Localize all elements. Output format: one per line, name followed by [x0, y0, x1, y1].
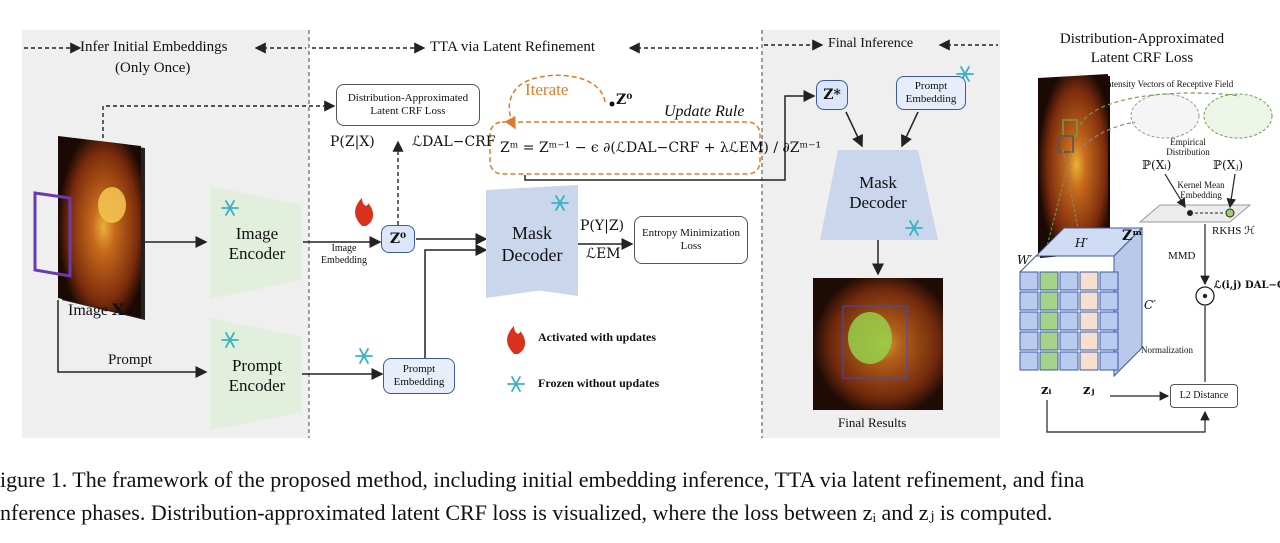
- l2-distance-box: L2 Distance: [1170, 384, 1238, 408]
- p-xj-label: ℙ(Xⱼ): [1213, 158, 1244, 172]
- z-star-node: Z*: [816, 80, 848, 110]
- image-label: Image X: [68, 300, 125, 319]
- update-formula: Zᵐ = Zᵐ⁻¹ − ϵ ∂(ℒDAL−CRF + λℒEM) / ∂Zᵐ⁻¹: [500, 140, 822, 156]
- mmd-label: MMD: [1168, 250, 1196, 262]
- l-dal-crf-label: ℒDAL−CRF: [412, 134, 496, 150]
- final-mask-decoder: Mask Decoder: [849, 172, 907, 212]
- prompt-encoder: Prompt Encoder: [228, 355, 286, 395]
- dal-crf-loss-box: Distribution-Approximated Latent CRF Los…: [336, 84, 480, 126]
- zi-label: zᵢ: [1041, 383, 1052, 398]
- z0-node: Z⁰: [381, 225, 415, 253]
- final-prompt-embedding-box: Prompt Embedding: [896, 76, 966, 110]
- empirical-distribution-label: Empirical Distribution: [1166, 137, 1210, 157]
- h-prime-label: H′: [1075, 236, 1089, 250]
- l-em-label: ℒEM: [586, 246, 621, 262]
- c-prime-label: C′: [1144, 298, 1156, 312]
- prompt-embedding-box: Prompt Embedding: [383, 358, 455, 394]
- right-panel-graphics: [1038, 74, 1273, 433]
- legend-frozen: Frozen without updates: [538, 376, 660, 390]
- figure-caption-line2: nference phases. Distribution-approximat…: [0, 500, 1053, 525]
- right-panel-title: Distribution-Approximated Latent CRF Los…: [1042, 30, 1242, 68]
- phase-infer-label: Infer Initial Embeddings: [80, 39, 228, 55]
- right-panel-title-line1: Distribution-Approximated: [1059, 31, 1225, 47]
- p-xi-label: ℙ(Xᵢ): [1142, 158, 1172, 172]
- mask-decoder: Mask Decoder: [501, 223, 563, 265]
- intensity-vectors-label: Intensity Vectors of Receptive Field: [1104, 79, 1234, 89]
- image-encoder: Image Encoder: [228, 223, 286, 263]
- image-embedding-label: Image Embedding: [320, 243, 368, 266]
- loss-ij-label: ℒ(i,j) DAL−CRF: [1214, 280, 1280, 291]
- kernel-mean-embedding-label: Kernel Mean Embedding: [1177, 180, 1225, 200]
- phase-final-label: Final Inference: [828, 36, 914, 51]
- zm-label: Zᵐ: [1122, 228, 1143, 244]
- w-prime-label: W′: [1017, 253, 1033, 267]
- p-z-given-x: P(Z|X): [330, 134, 375, 150]
- rkhs-label: RKHS ℋ: [1212, 225, 1255, 237]
- figure-caption-line1: igure 1. The framework of the proposed m…: [0, 467, 1085, 492]
- final-results-label: Final Results: [838, 415, 907, 430]
- prompt-arrow-label: Prompt: [108, 352, 153, 368]
- z0-iterate-label: Z⁰: [616, 92, 633, 108]
- phase-tta-label: TTA via Latent Refinement: [430, 39, 595, 55]
- right-panel-title-line2: Latent CRF Loss: [1090, 49, 1194, 66]
- entropy-minimization-box: Entropy Minimization Loss: [634, 216, 748, 264]
- latent-cube: [1019, 226, 1144, 378]
- normalization-label: Normalization: [1141, 345, 1193, 355]
- update-rule-label: Update Rule: [664, 103, 745, 120]
- p-y-given-z: P(Y|Z): [580, 218, 625, 234]
- phase-infer-sublabel: (Only Once): [115, 60, 191, 76]
- legend-activated: Activated with updates: [538, 330, 657, 344]
- input-image-stack: [33, 136, 145, 320]
- iterate-label: Iterate: [525, 80, 569, 99]
- zj-label: zⱼ: [1083, 383, 1095, 398]
